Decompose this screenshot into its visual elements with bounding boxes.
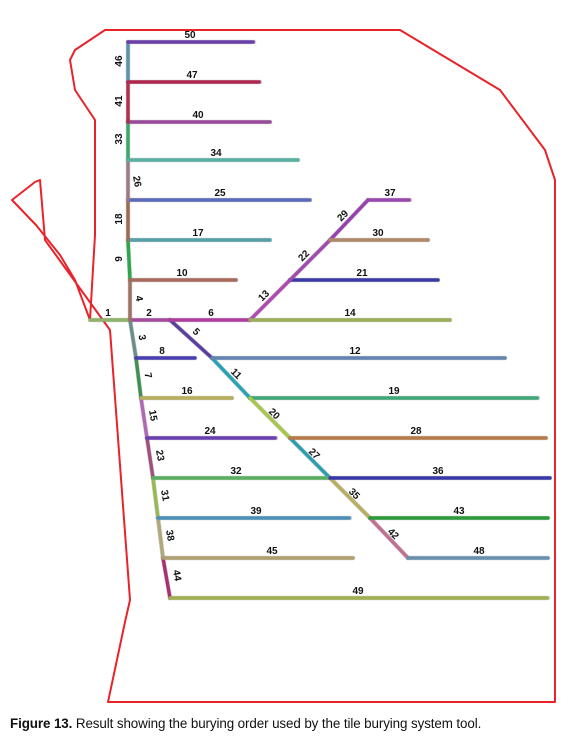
segment-label-7: 7 bbox=[142, 372, 154, 380]
segment-15 bbox=[139, 396, 149, 440]
segment-11 bbox=[210, 356, 252, 400]
caption-text: Result showing the burying order used by… bbox=[72, 716, 482, 731]
segment-31 bbox=[151, 476, 160, 520]
segment-label-6: 6 bbox=[208, 308, 214, 319]
segment-label-39: 39 bbox=[250, 506, 262, 517]
caption-label: Figure 13. bbox=[10, 716, 73, 731]
segment-label-8: 8 bbox=[159, 346, 165, 357]
segment-label-27: 27 bbox=[306, 446, 322, 462]
segment-label-30: 30 bbox=[372, 228, 384, 239]
segment-label-38: 38 bbox=[163, 529, 176, 542]
segment-label-35: 35 bbox=[346, 486, 362, 502]
segment-35 bbox=[328, 476, 372, 520]
segment-label-4: 4 bbox=[133, 295, 145, 303]
segment-13 bbox=[248, 278, 292, 322]
segment-44 bbox=[161, 556, 172, 600]
segment-label-41: 41 bbox=[114, 95, 125, 107]
segment-label-20: 20 bbox=[266, 406, 282, 422]
segment-label-49: 49 bbox=[352, 586, 364, 597]
segment-27 bbox=[288, 436, 332, 480]
segment-label-14: 14 bbox=[344, 308, 356, 319]
segment-label-45: 45 bbox=[266, 546, 278, 557]
figure-caption: Figure 13. Result showing the burying or… bbox=[10, 716, 575, 731]
segment-label-10: 10 bbox=[176, 268, 188, 279]
segment-label-26: 26 bbox=[130, 175, 143, 188]
segment-42 bbox=[368, 516, 410, 560]
segment-label-31: 31 bbox=[158, 489, 171, 502]
segment-9 bbox=[126, 238, 132, 282]
segment-20 bbox=[248, 396, 292, 440]
segment-label-1: 1 bbox=[105, 308, 111, 319]
segment-label-16: 16 bbox=[181, 386, 193, 397]
segment-label-37: 37 bbox=[384, 188, 396, 199]
segment-label-23: 23 bbox=[153, 449, 166, 462]
segment-label-43: 43 bbox=[453, 506, 465, 517]
segment-label-18: 18 bbox=[114, 213, 125, 225]
segment-label-19: 19 bbox=[388, 386, 400, 397]
segment-22 bbox=[288, 238, 332, 282]
segment-label-3: 3 bbox=[136, 334, 148, 342]
segment-7 bbox=[134, 356, 143, 400]
segment-3 bbox=[128, 318, 138, 360]
field-boundary bbox=[11, 29, 556, 703]
segment-label-2: 2 bbox=[146, 308, 152, 319]
segment-label-47: 47 bbox=[186, 70, 198, 81]
segment-label-9: 9 bbox=[114, 256, 125, 262]
segment-29 bbox=[328, 198, 370, 242]
segment-label-28: 28 bbox=[410, 426, 422, 437]
segment-label-12: 12 bbox=[349, 346, 361, 357]
segment-label-32: 32 bbox=[230, 466, 242, 477]
segment-38 bbox=[156, 516, 165, 560]
segment-label-40: 40 bbox=[192, 110, 204, 121]
segment-label-33: 33 bbox=[114, 133, 125, 145]
segment-23 bbox=[145, 436, 155, 480]
segment-label-34: 34 bbox=[210, 148, 222, 159]
segment-label-42: 42 bbox=[385, 526, 401, 542]
segment-label-36: 36 bbox=[432, 466, 444, 477]
segment-label-24: 24 bbox=[204, 426, 216, 437]
segment-label-44: 44 bbox=[170, 569, 183, 582]
segment-label-50: 50 bbox=[184, 30, 196, 41]
segment-label-15: 15 bbox=[146, 409, 159, 422]
segment-label-25: 25 bbox=[214, 188, 226, 199]
segment-label-48: 48 bbox=[473, 546, 485, 557]
segment-5 bbox=[168, 318, 214, 360]
segment-label-46: 46 bbox=[114, 55, 125, 67]
segment-label-21: 21 bbox=[356, 268, 368, 279]
segment-label-17: 17 bbox=[192, 228, 204, 239]
